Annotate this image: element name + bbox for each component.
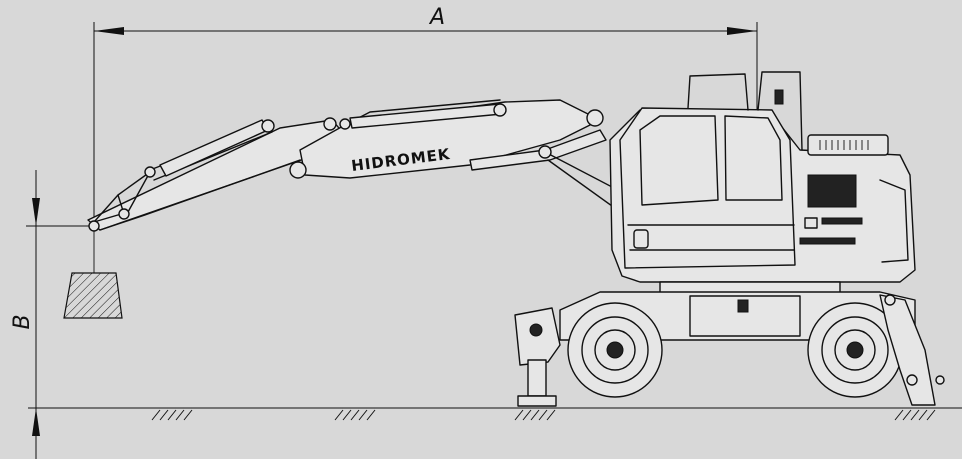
cab-window <box>639 115 719 206</box>
pin <box>493 103 507 117</box>
dimension-b: B <box>10 170 96 459</box>
dimension-a-right-arrow <box>727 27 757 35</box>
engine-vent-grille <box>819 140 869 150</box>
front-wheel <box>567 302 663 398</box>
outrigger <box>514 307 561 407</box>
dimension-b-bottom-arrow <box>32 408 40 436</box>
ground-hatch <box>151 409 936 421</box>
load-weight <box>63 228 123 319</box>
chassis-badge <box>737 299 749 313</box>
excavator-undercarriage <box>514 281 945 407</box>
dimension-a-left-arrow <box>94 27 124 35</box>
pin <box>118 208 130 220</box>
excavator-arm: HIDROMEK <box>87 99 696 271</box>
dozer-blade <box>879 294 945 406</box>
cab-step <box>633 229 649 249</box>
cab-handrail <box>687 73 749 111</box>
load-block <box>63 272 123 319</box>
beacon-light <box>774 89 784 105</box>
pin <box>339 118 351 130</box>
rear-vent <box>821 217 863 225</box>
pin <box>289 161 307 179</box>
boom-pivot-pin <box>586 109 604 127</box>
pin <box>88 220 100 232</box>
rear-light-housing <box>879 179 909 263</box>
pin <box>261 119 275 133</box>
rear-handrail <box>757 71 803 151</box>
rear-vent <box>799 237 856 245</box>
dimension-a-label: A <box>428 5 445 30</box>
pin <box>144 166 156 178</box>
excavator-upper-structure <box>609 71 916 283</box>
dimension-b-top-arrow <box>32 198 40 226</box>
outrigger-pad <box>517 395 557 407</box>
rear-marker <box>804 217 818 229</box>
rear-panel-dark <box>807 174 857 208</box>
dimension-b-label: B <box>10 314 35 329</box>
cab-side-window <box>724 115 783 201</box>
pin <box>538 145 552 159</box>
pin <box>323 117 337 131</box>
rear-wheel <box>807 302 903 398</box>
operator-cab <box>619 107 796 269</box>
ground <box>28 407 962 421</box>
dimension-a: A <box>93 5 758 280</box>
